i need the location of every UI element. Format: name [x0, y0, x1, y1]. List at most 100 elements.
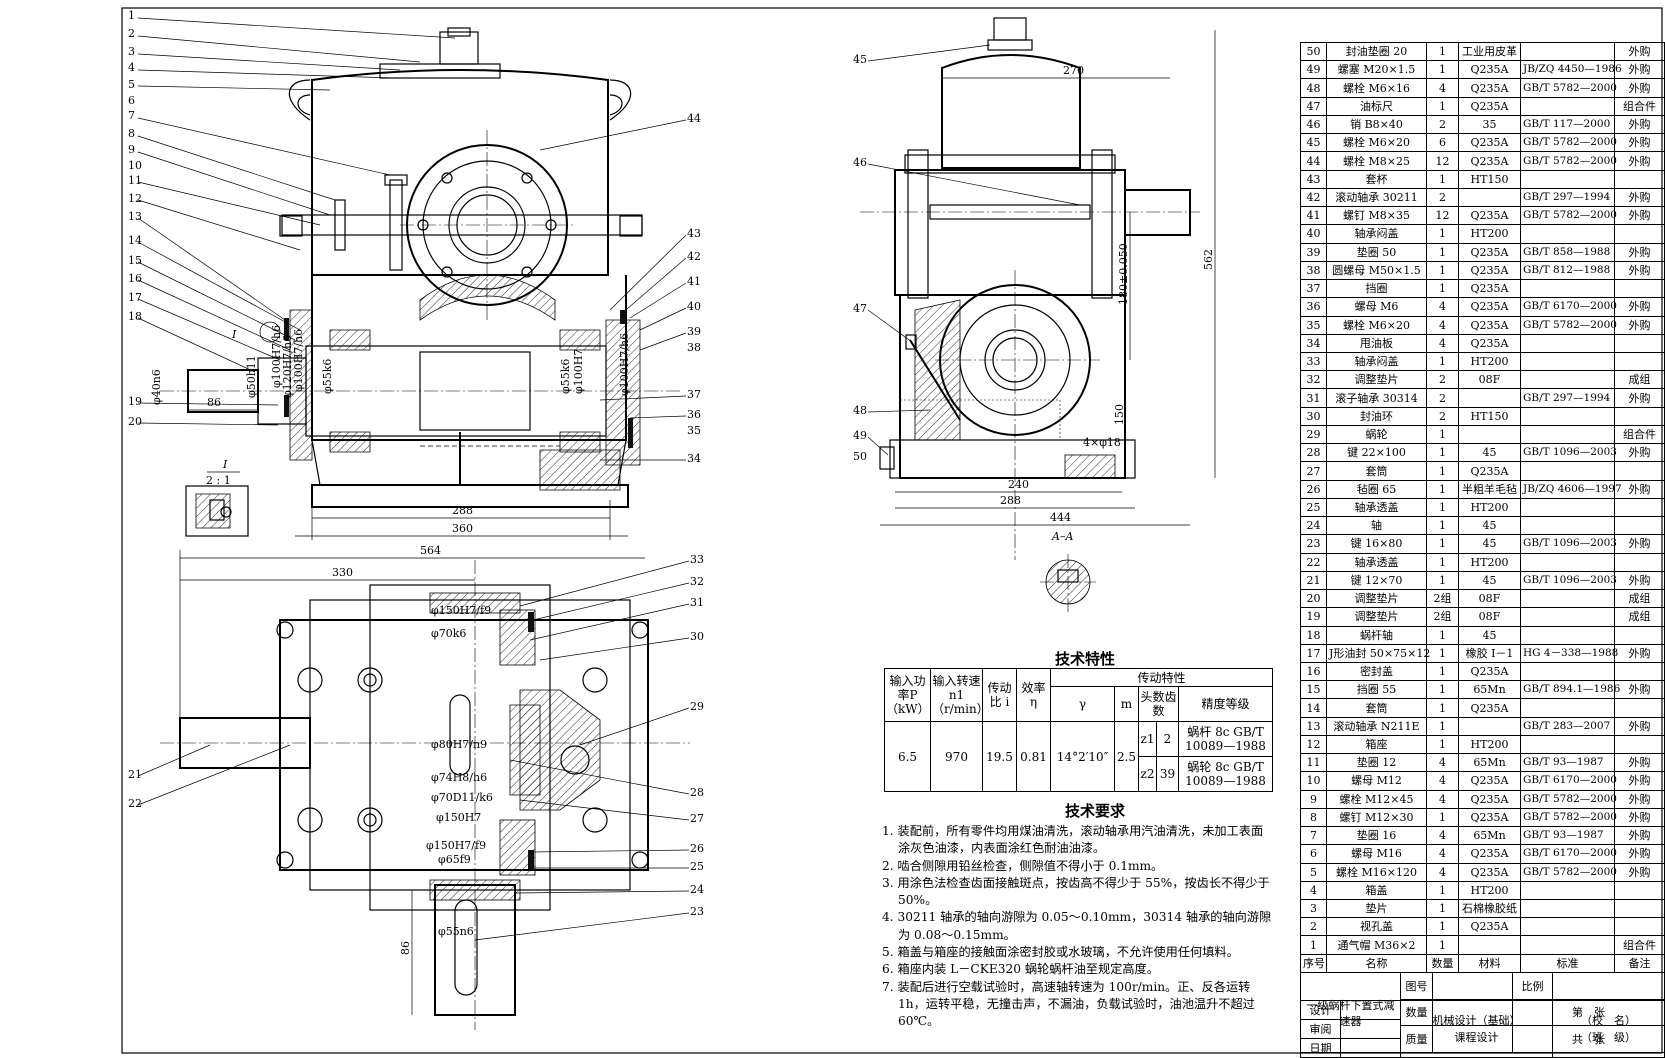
parts-cell: 4 — [1426, 826, 1459, 846]
parts-cell: 螺栓 M8×25 — [1326, 151, 1427, 171]
parts-cell: Q235A — [1458, 807, 1521, 828]
parts-cell: 外购 — [1614, 60, 1665, 80]
parts-cell: 19 — [1300, 607, 1327, 627]
parts-cell: Q235A — [1458, 96, 1521, 116]
parts-cell: 32 — [1300, 370, 1327, 390]
parts-cell: GB/T 5782—2000 — [1520, 78, 1617, 98]
parts-cell: 组合件 — [1614, 424, 1665, 445]
parts-cell: 螺母 M16 — [1326, 844, 1427, 864]
parts-cell: Q235A — [1458, 133, 1521, 153]
svg-text:27: 27 — [690, 812, 704, 825]
tech-h-m: m — [1114, 686, 1139, 723]
tech-h-grade: 精度等级 — [1178, 686, 1273, 723]
parts-cell: 45 — [1300, 133, 1327, 153]
parts-cell: 封油垫圈 20 — [1326, 41, 1427, 62]
svg-text:12: 12 — [128, 192, 142, 205]
parts-cell: HT150 — [1458, 406, 1521, 426]
parts-cell: 4 — [1426, 753, 1459, 773]
svg-text:6: 6 — [128, 94, 135, 107]
parts-cell: 1 — [1426, 880, 1459, 901]
parts-cell: 轴承闷盖 — [1326, 351, 1427, 372]
parts-cell: 外购 — [1614, 260, 1665, 281]
parts-cell: 2 — [1426, 370, 1459, 390]
parts-cell: 4 — [1426, 333, 1459, 353]
parts-cell: GB/T 894.1—1986 — [1520, 680, 1620, 700]
parts-cell: Q235A — [1458, 151, 1521, 171]
parts-cell: 成组 — [1614, 607, 1665, 627]
parts-cell: 12 — [1300, 734, 1327, 755]
parts-cell — [1520, 497, 1615, 518]
parts-cell: 27 — [1300, 461, 1327, 481]
dim-top-d3: φ80H7/n9 — [431, 738, 487, 751]
svg-text:3: 3 — [128, 45, 135, 58]
tb-fig: 图号 — [1400, 972, 1433, 1000]
detail-scale: 2 : 1 — [206, 474, 231, 487]
front-view: I 2 : 1 I 288 360 86 φ40n6 φ50h11 φ100H7… — [128, 9, 701, 540]
parts-cell: 2 — [1426, 114, 1459, 135]
parts-cell: GB/T 93—1987 — [1520, 753, 1615, 773]
parts-cell: 1 — [1426, 60, 1459, 80]
parts-cell: 8 — [1300, 807, 1327, 828]
parts-cell: 4 — [1426, 771, 1459, 791]
parts-cell — [1614, 552, 1665, 572]
tb-school: （校 名） — [1581, 1014, 1636, 1027]
parts-cell: 2 — [1426, 187, 1459, 208]
callouts-front-right: 44 43 42 41 40 39 38 37 36 35 34 — [539, 112, 701, 465]
parts-cell: 外购 — [1614, 114, 1665, 135]
requirement-item: 4. 30211 轴承的轴向游隙为 0.05～0.10mm，30314 轴承的轴… — [882, 910, 1272, 942]
parts-cell: 外购 — [1614, 534, 1665, 554]
tech-h-teeth: 头数齿数 — [1138, 686, 1179, 723]
parts-cell: 1 — [1426, 552, 1459, 572]
parts-cell: 外购 — [1614, 807, 1665, 828]
dim-d7: φ100H7 — [572, 349, 585, 394]
parts-cell: 通气帽 M36×2 — [1326, 935, 1427, 955]
tech-grade1: 蜗杆 8c GB/T 10089—1988 — [1178, 721, 1273, 758]
parts-cell: 1 — [1426, 698, 1459, 718]
parts-cell: 螺栓 M12×45 — [1326, 789, 1427, 809]
parts-cell: Q235A — [1458, 771, 1521, 791]
parts-cell: 65Mn — [1458, 753, 1521, 773]
parts-cell: HT200 — [1458, 880, 1521, 901]
parts-cell: 螺栓 M6×16 — [1326, 78, 1427, 98]
dim-86-front: 86 — [207, 396, 221, 409]
parts-cell: 2 — [1426, 388, 1459, 408]
parts-cell: HT200 — [1458, 224, 1521, 244]
side-view: 270 562 180±0.050 150 4×φ18 240 288 444 … — [853, 17, 1216, 612]
parts-cell: 44 — [1300, 151, 1327, 171]
svg-text:44: 44 — [687, 112, 701, 125]
parts-cell: 1 — [1426, 516, 1459, 536]
tb-design: 设计 — [1300, 1000, 1341, 1020]
tech-h-power: 输入功率P（kW） — [884, 667, 931, 723]
tech-h-trans: 传动特性 — [1050, 667, 1273, 688]
svg-text:13: 13 — [128, 210, 142, 223]
dim-288-front: 288 — [452, 504, 473, 517]
tech-eff: 0.81 — [1016, 721, 1051, 792]
parts-cell: HT150 — [1458, 169, 1521, 189]
parts-cell: 17 — [1300, 643, 1327, 663]
parts-cell: 1 — [1426, 899, 1459, 919]
dim-150: 150 — [1113, 404, 1126, 425]
dim-d1: φ50h11 — [245, 355, 258, 398]
tech-z1v: 2 — [1156, 721, 1179, 758]
section-a-a — [1040, 554, 1096, 612]
parts-cell: Q235A — [1458, 78, 1521, 98]
parts-cell: 蜗轮 — [1326, 424, 1427, 445]
parts-cell: 垫圈 12 — [1326, 753, 1427, 773]
tech-z1: z1 — [1138, 721, 1157, 758]
parts-cell: GB/T 5782—2000 — [1520, 315, 1617, 335]
parts-header-cell: 序号 — [1300, 953, 1327, 974]
tech-h-eff: 效率 η — [1016, 667, 1051, 723]
parts-cell: 11 — [1300, 753, 1327, 773]
parts-cell: 调整垫片 — [1326, 589, 1427, 609]
parts-cell: 1 — [1426, 734, 1459, 755]
parts-cell — [1614, 698, 1665, 718]
